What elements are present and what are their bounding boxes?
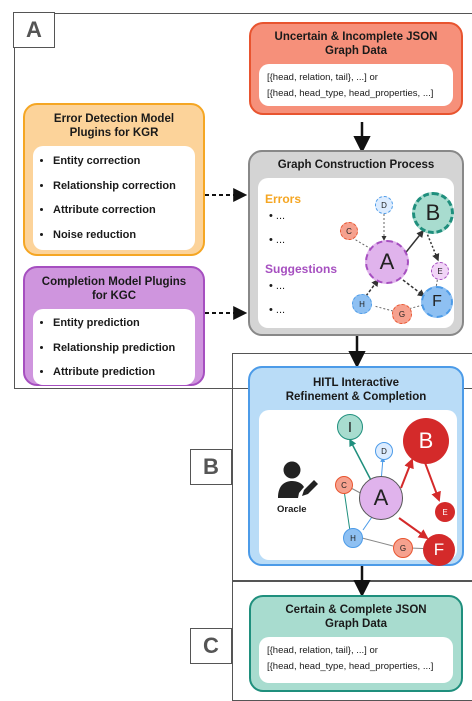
error-plugin-item: Attribute correction <box>53 198 191 223</box>
node-e: E <box>431 262 449 280</box>
construction-card-title: Graph Construction Process <box>277 159 435 171</box>
input-card-title-line1: Uncertain & Incomplete JSON <box>274 31 438 43</box>
output-card-title-line1: Certain & Complete JSON <box>285 604 427 616</box>
input-data-card: Uncertain & Incomplete JSON Graph Data [… <box>249 22 463 115</box>
completion-plugins-card: Completion Model Plugins for KGC Entity … <box>23 266 205 386</box>
suggestions-label: Suggestions <box>265 262 338 276</box>
section-a-frame <box>14 13 472 389</box>
node-g: G <box>392 304 412 324</box>
section-a-label: A <box>13 12 55 48</box>
input-card-line2: [{head, head_type, head_properties, ...] <box>267 88 434 99</box>
completion-plugin-item: Entity prediction <box>53 311 191 336</box>
edge-a-b <box>400 458 414 489</box>
edge-b-e <box>425 230 440 262</box>
node-c: C <box>335 476 353 494</box>
edge-h-a <box>365 278 379 297</box>
edge-a-f <box>398 517 429 540</box>
completion-plugin-item: Attribute prediction <box>53 360 191 385</box>
node-d: D <box>375 442 393 460</box>
output-card-title-line2: Graph Data <box>325 618 387 630</box>
error-plugin-item: Relationship correction <box>53 174 191 199</box>
node-h: H <box>343 528 363 548</box>
node-g: G <box>393 538 413 558</box>
node-h: H <box>352 294 372 314</box>
edge-b-e <box>423 459 441 502</box>
completion-card-title-line2: for KGC <box>91 290 137 302</box>
node-e: E <box>435 502 455 522</box>
section-b-label: B <box>190 449 232 485</box>
node-d: D <box>375 196 393 214</box>
error-card-title-line2: Plugins for KGR <box>69 127 159 139</box>
construction-canvas: Errors • ... • ... Suggestions • ... • .… <box>258 178 454 328</box>
node-c: C <box>340 222 358 240</box>
errors-label: Errors <box>265 192 302 206</box>
error-card-title-line1: Error Detection Model <box>53 113 175 125</box>
hitl-card-title-line2: Refinement & Completion <box>285 391 427 403</box>
error-plugin-item: Noise reduction <box>53 223 191 248</box>
oracle-person-icon <box>277 460 319 500</box>
hitl-canvas: Oracle A B C D E F G H I <box>259 410 457 566</box>
section-c-label: C <box>190 628 232 664</box>
hitl-card-title-line1: HITL Interactive <box>312 377 400 389</box>
node-f: F <box>423 534 455 566</box>
oracle-label: Oracle <box>277 504 307 515</box>
error-detection-plugins-card: Error Detection Model Plugins for KGR En… <box>23 103 205 256</box>
edge-a-f <box>402 279 426 297</box>
completion-card-title-line1: Completion Model Plugins <box>41 276 187 288</box>
output-card-line2: [{head, head_type, head_properties, ...] <box>267 661 434 672</box>
output-card-line1: [{head, relation, tail}, ...] or <box>267 645 378 656</box>
node-a: A <box>365 240 409 284</box>
suggestion-bullet: • ... <box>269 304 286 316</box>
error-plugin-item: Entity correction <box>53 149 191 174</box>
hitl-refinement-card: HITL Interactive Refinement & Completion <box>248 366 464 566</box>
input-card-line1: [{head, relation, tail}, ...] or <box>267 72 378 83</box>
graph-construction-card: Graph Construction Process Errors • ... … <box>248 150 464 336</box>
error-bullet: • ... <box>269 234 286 246</box>
node-b: B <box>412 192 454 234</box>
node-i: I <box>337 414 363 440</box>
node-f: F <box>421 286 453 318</box>
suggestion-bullet: • ... <box>269 280 286 292</box>
error-bullet: • ... <box>269 210 286 222</box>
node-a: A <box>359 476 403 520</box>
output-data-card: Certain & Complete JSON Graph Data [{hea… <box>249 595 463 692</box>
completion-plugin-item: Relationship prediction <box>53 336 191 361</box>
completion-plugin-list: Entity prediction Relationship predictio… <box>37 311 191 385</box>
node-b: B <box>403 418 449 464</box>
edge-g-h <box>361 537 394 547</box>
input-card-title-line2: Graph Data <box>325 45 387 57</box>
error-plugin-list: Entity correction Relationship correctio… <box>37 149 191 247</box>
edge-g-h <box>373 305 394 312</box>
